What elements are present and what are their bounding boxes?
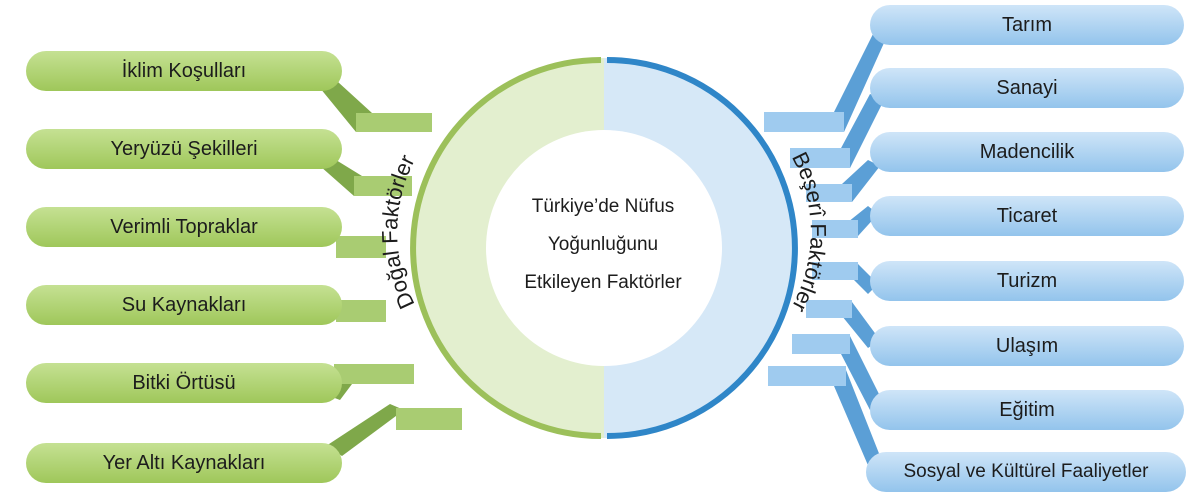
connector-egitim-tab (792, 334, 850, 354)
right-item-sanayi: Sanayi (870, 68, 1184, 108)
left-item-verimli-topraklar: Verimli Topraklar (26, 207, 342, 247)
right-item-madencilik: Madencilik (870, 132, 1184, 172)
connector-yeryuzu-tab (354, 176, 412, 196)
right-ring-arc (606, 57, 798, 439)
left-item-su-kaynaklari: Su Kaynakları (26, 285, 342, 325)
connector-ulasim-tab (806, 300, 852, 318)
right-item-ticaret: Ticaret (870, 196, 1184, 236)
left-connectors (320, 82, 462, 456)
center-title: Türkiye’de Nüfus Yoğunluğunu Etkileyen F… (497, 188, 709, 302)
connector-yeralti (326, 404, 404, 456)
connector-sanayi-tab (790, 148, 850, 168)
left-item-yeryuzu: Yeryüzü Şekilleri (26, 129, 342, 169)
connector-ticaret-tab (812, 220, 858, 238)
left-ring-arc (410, 57, 602, 439)
connector-bitki-tab (334, 364, 414, 384)
left-item-iklim: İklim Koşulları (26, 51, 342, 91)
right-item-sosyal-kulturel: Sosyal ve Kültürel Faaliyetler (866, 452, 1186, 492)
center-title-line-2: Yoğunluğunu (547, 234, 659, 255)
connector-sosyal-tab (768, 366, 846, 386)
connector-iklim-tab (356, 113, 432, 132)
right-item-turizm: Turizm (870, 261, 1184, 301)
right-item-tarim: Tarım (870, 5, 1184, 45)
left-item-yer-alti: Yer Altı Kaynakları (26, 443, 342, 483)
connector-egitim (840, 336, 884, 410)
connector-tarim (834, 32, 888, 132)
left-item-bitki-ortusu: Bitki Örtüsü (26, 363, 342, 403)
connector-madencilik-tab (806, 184, 852, 202)
connector-verimli-tab (336, 236, 386, 258)
connector-su-tab (336, 300, 386, 322)
inner-circle (486, 130, 722, 366)
connector-turizm-tab (812, 262, 858, 280)
connector-yeryuzu (320, 160, 362, 196)
connector-sanayi (840, 94, 884, 168)
center-title-line-1: Türkiye’de Nüfus (531, 196, 675, 217)
connector-sosyal (834, 370, 884, 470)
right-item-ulasim: Ulaşım (870, 326, 1184, 366)
right-item-egitim: Eğitim (870, 390, 1184, 430)
connector-yeralti-tab (396, 408, 462, 430)
center-title-line-3: Etkileyen Faktörler (524, 272, 682, 293)
connector-tarim-tab (764, 112, 844, 132)
